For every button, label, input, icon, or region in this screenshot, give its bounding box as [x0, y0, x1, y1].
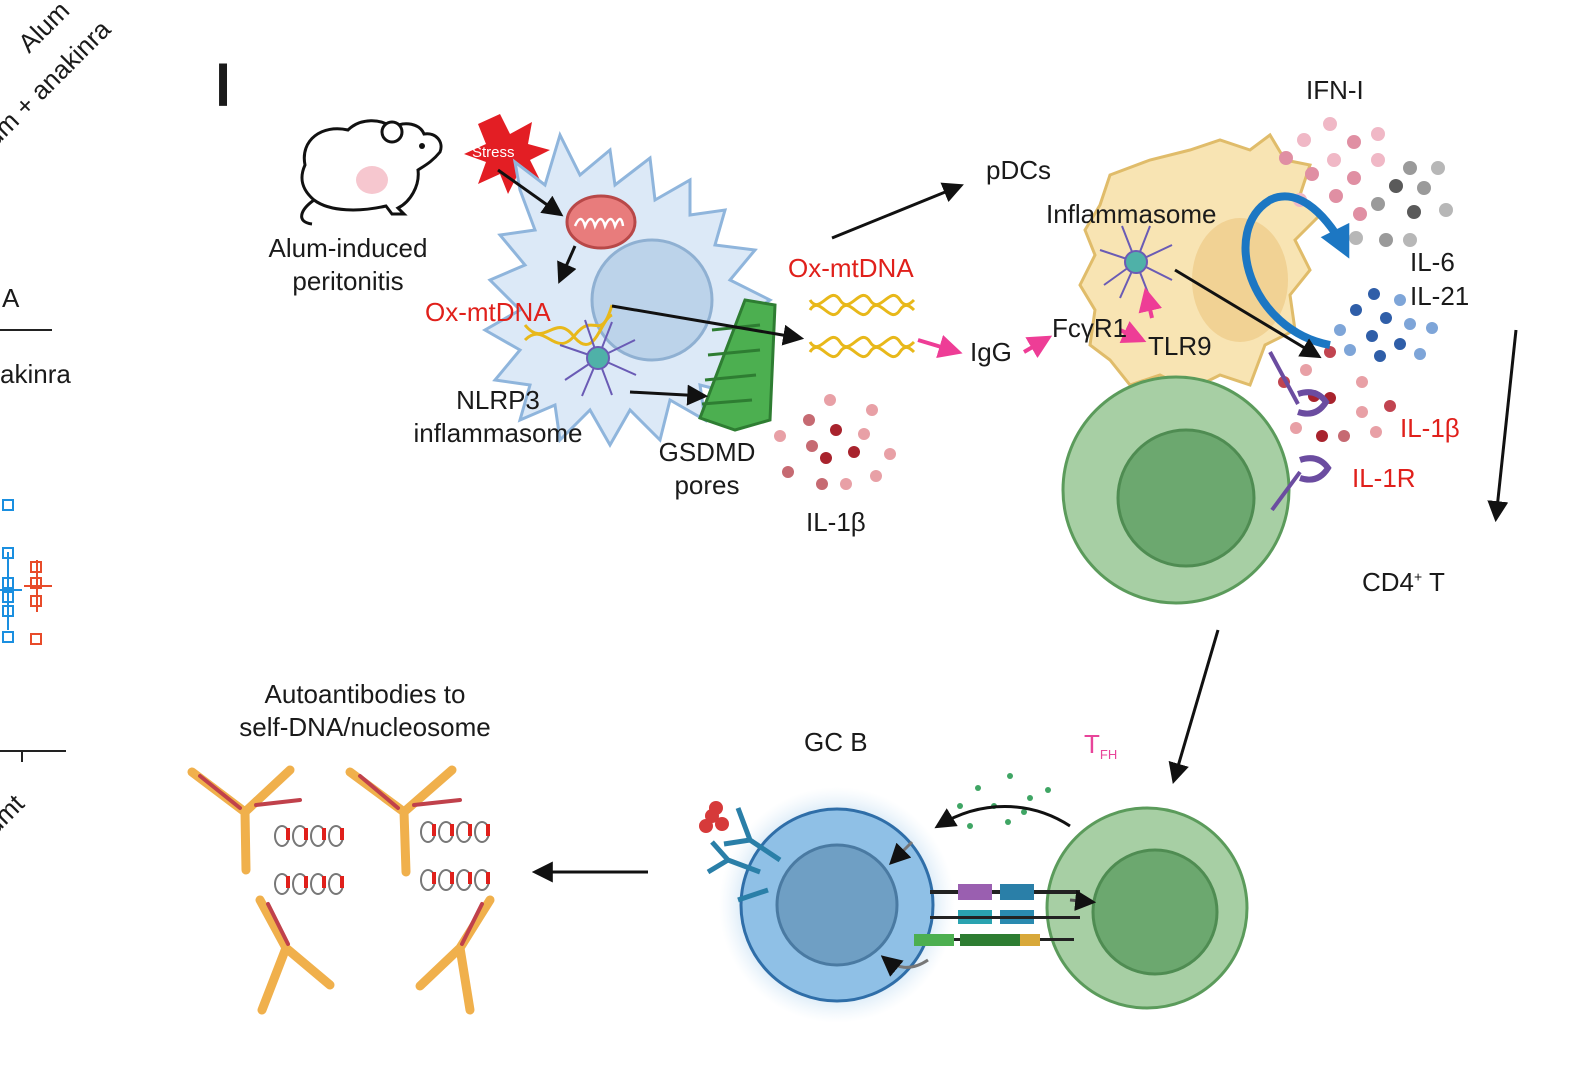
- autoantibodies-line-2: self-DNA/nucleosome: [239, 711, 491, 742]
- gsdmd-label-line-2: pores: [674, 469, 740, 500]
- panel-letter: l: [215, 54, 232, 119]
- gc-b-cell: [719, 787, 955, 1023]
- autocrine-curved-arrow: [1241, 192, 1350, 349]
- immune-synapse-receptors: [914, 884, 1080, 946]
- inflammasome-icon-pdc: [1099, 225, 1173, 299]
- il1r-receptor-icon: [1268, 351, 1332, 512]
- bcr-antibody-icon: [706, 807, 782, 903]
- tfh-cell: [1045, 806, 1249, 1010]
- mouse-caption: Alum-induced peritonitis: [255, 232, 441, 297]
- inflammasome-label: Inflammasome: [1046, 199, 1217, 229]
- blue-cytokine-particles: [1334, 288, 1438, 362]
- cd4-t-cell: [1061, 375, 1291, 605]
- pink-arrows: [917, 287, 1163, 359]
- mouse-icon: [300, 119, 443, 226]
- legend-label-anakinra: akinra: [0, 359, 71, 389]
- il1b-label-right: IL-1β: [1400, 413, 1460, 443]
- il6-label: IL-6: [1410, 247, 1455, 277]
- ox-mtdna-label-released: Ox-mtDNA: [788, 253, 914, 283]
- mitochondrion-icon: [565, 194, 637, 250]
- tfh-label: TFH: [1084, 728, 1117, 763]
- ifn-particles: [1279, 117, 1385, 221]
- group-header-label: A: [2, 283, 20, 313]
- gsdmd-label-line-1: GSDMD: [658, 437, 756, 467]
- stress-label: Stress: [472, 144, 515, 161]
- mouse-caption-line-2: peritonitis: [292, 265, 404, 296]
- cd4-text: CD4: [1362, 567, 1415, 597]
- autoantibodies-label: Autoantibodies to self-DNA/nucleosome: [220, 678, 510, 743]
- cd4-superscript: +: [1414, 568, 1423, 585]
- pdcs-label: pDCs: [986, 155, 1052, 185]
- nlrp3-label-line-2: inflammasome: [413, 417, 583, 448]
- fcgr1-label: FcγR1: [1052, 313, 1128, 343]
- dna-helix-icon: [523, 304, 614, 347]
- il1b-label-left: IL-1β: [806, 507, 866, 537]
- nlrp3-label-line-1: NLRP3: [456, 385, 540, 415]
- autoantibody-icons: [187, 765, 495, 1015]
- il1r-label: IL-1R: [1352, 463, 1416, 493]
- cd4-t-label: CD4+ T: [1362, 566, 1445, 599]
- gc-b-label: GC B: [804, 727, 868, 757]
- cd4-suffix: T: [1422, 567, 1445, 597]
- tfh-cytokine-particles: [957, 773, 1051, 829]
- nlrp3-inflammasome-icon: [559, 319, 637, 397]
- igg-label: IgG: [970, 337, 1012, 367]
- il1b-particles-left: [774, 394, 896, 490]
- il21-label: IL-21: [1410, 281, 1470, 311]
- nlrp3-label: NLRP3 inflammasome: [400, 384, 596, 449]
- gsdmd-label: GSDMD pores: [654, 436, 760, 501]
- tfh-subscript: FH: [1099, 747, 1118, 763]
- left-strip-datapoints: [0, 499, 52, 645]
- antigen-cluster-icon: [699, 801, 729, 833]
- mouse-caption-line-1: Alum-induced: [268, 233, 428, 263]
- released-dna-icon: [808, 293, 916, 359]
- ifn-label: IFN-I: [1306, 75, 1364, 105]
- autoantibodies-line-1: Autoantibodies to: [264, 679, 466, 709]
- black-arrows: [497, 168, 1518, 977]
- tlr9-label: TLR9: [1148, 331, 1212, 361]
- left-strip-axes: [0, 329, 66, 762]
- tfh-main: T: [1084, 729, 1100, 759]
- ox-mtdna-label-cell: Ox-mtDNA: [425, 297, 551, 327]
- il6-il21-particles: [1349, 161, 1453, 247]
- il1b-particles-right: [1278, 346, 1396, 442]
